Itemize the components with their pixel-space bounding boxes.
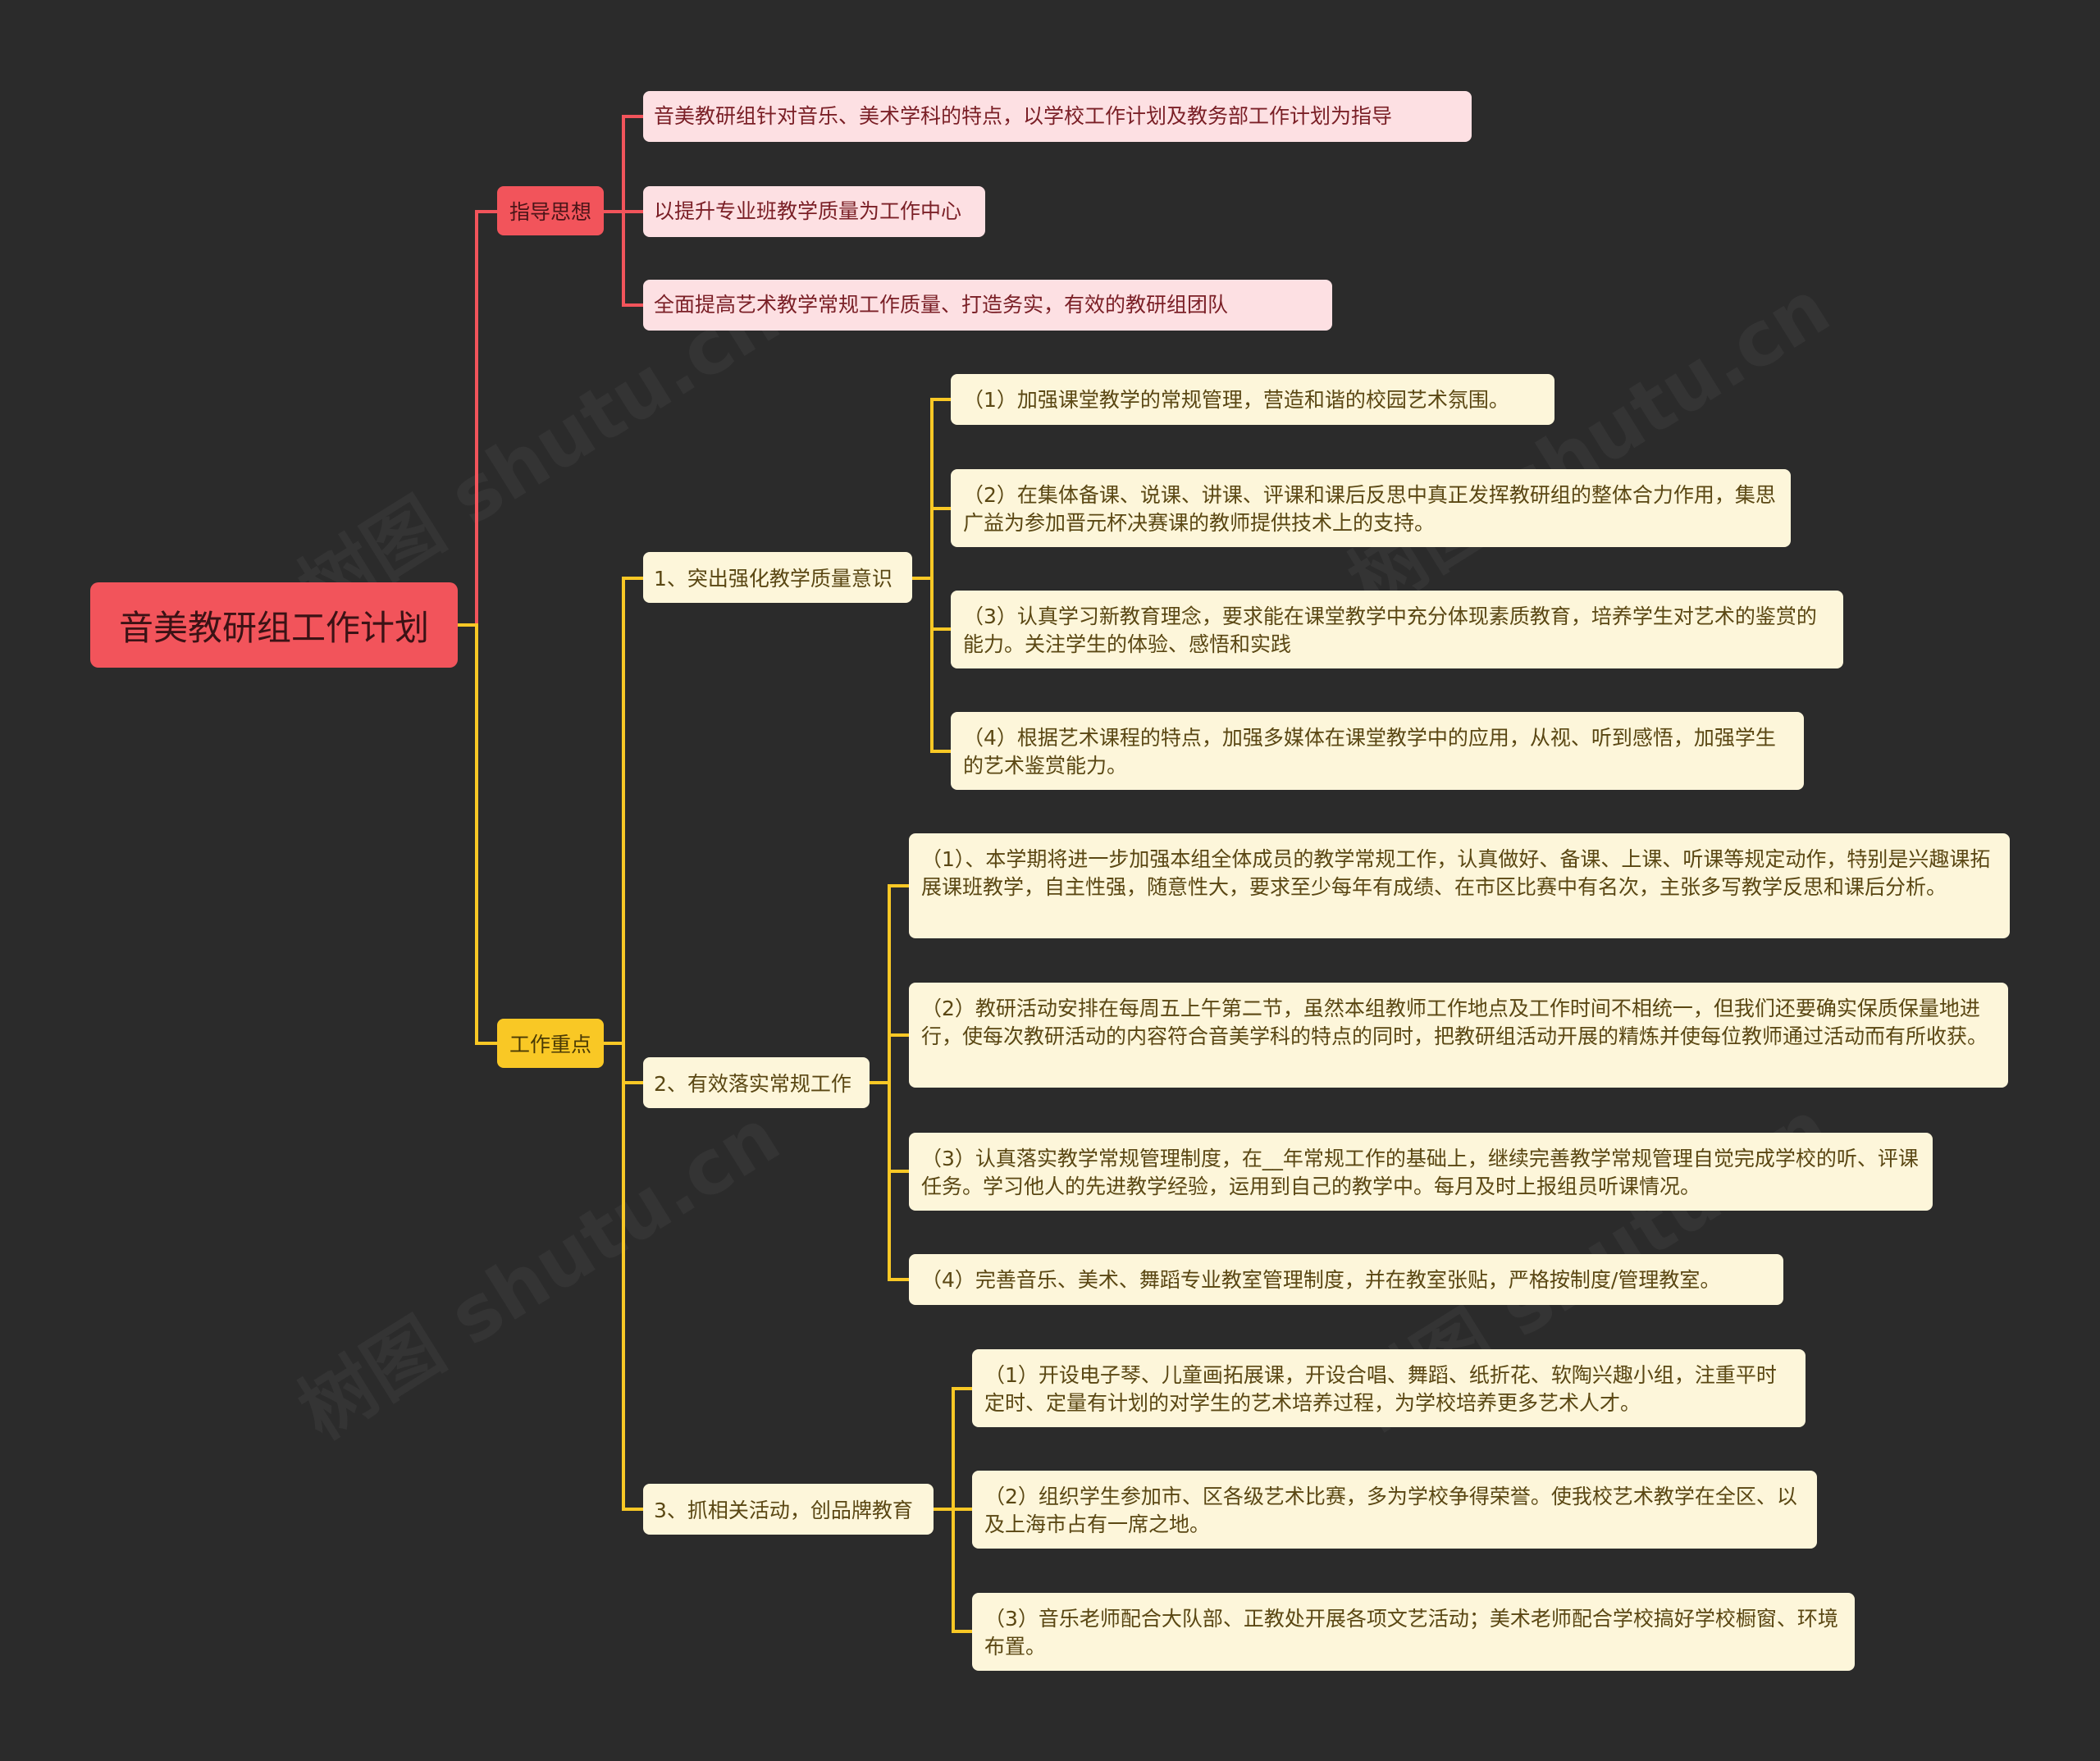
- sub1-item-3[interactable]: （3）认真学习新教育理念，要求能在课堂教学中充分体现素质教育，培养学生对艺术的鉴…: [951, 591, 1843, 668]
- sub-topic-2[interactable]: 2、有效落实常规工作: [643, 1057, 870, 1108]
- sub2-item-1[interactable]: （1）、本学期将进一步加强本组全体成员的教学常规工作，认真做好、备课、上课、听课…: [909, 833, 2010, 938]
- root-topic[interactable]: 音美教研组工作计划: [90, 582, 458, 668]
- sub1-item-1[interactable]: （1）加强课堂教学的常规管理，营造和谐的校园艺术氛围。: [951, 374, 1554, 425]
- guiding-item-2[interactable]: 以提升专业班教学质量为工作中心: [643, 186, 985, 237]
- sub3-item-2[interactable]: （2）组织学生参加市、区各级艺术比赛，多为学校争得荣誉。使我校艺术教学在全区、以…: [972, 1471, 1817, 1549]
- sub1-item-4[interactable]: （4）根据艺术课程的特点，加强多媒体在课堂教学中的应用，从视、听到感悟，加强学生…: [951, 712, 1804, 790]
- branch-guiding-ideology[interactable]: 指导思想: [497, 186, 604, 235]
- guiding-item-3[interactable]: 全面提高艺术教学常规工作质量、打造务实，有效的教研组团队: [643, 280, 1332, 331]
- guiding-item-1[interactable]: 音美教研组针对音乐、美术学科的特点，以学校工作计划及教务部工作计划为指导: [643, 91, 1472, 142]
- sub2-item-3[interactable]: （3）认真落实教学常规管理制度，在__年常规工作的基础上，继续完善教学常规管理自…: [909, 1133, 1933, 1211]
- sub1-item-2[interactable]: （2）在集体备课、说课、讲课、评课和课后反思中真正发挥教研组的整体合力作用，集思…: [951, 469, 1791, 547]
- sub2-item-2[interactable]: （2）教研活动安排在每周五上午第二节，虽然本组教师工作地点及工作时间不相统一，但…: [909, 983, 2008, 1088]
- sub3-item-3[interactable]: （3）音乐老师配合大队部、正教处开展各项文艺活动；美术老师配合学校搞好学校橱窗、…: [972, 1593, 1855, 1671]
- sub-topic-3[interactable]: 3、抓相关活动，创品牌教育: [643, 1484, 934, 1535]
- sub-topic-1[interactable]: 1、突出强化教学质量意识: [643, 552, 912, 603]
- branch-work-focus[interactable]: 工作重点: [497, 1019, 604, 1068]
- sub3-item-1[interactable]: （1）开设电子琴、儿童画拓展课，开设合唱、舞蹈、纸折花、软陶兴趣小组，注重平时定…: [972, 1349, 1806, 1427]
- sub2-item-4[interactable]: （4）完善音乐、美术、舞蹈专业教室管理制度，并在教室张贴，严格按制度/管理教室。: [909, 1254, 1783, 1305]
